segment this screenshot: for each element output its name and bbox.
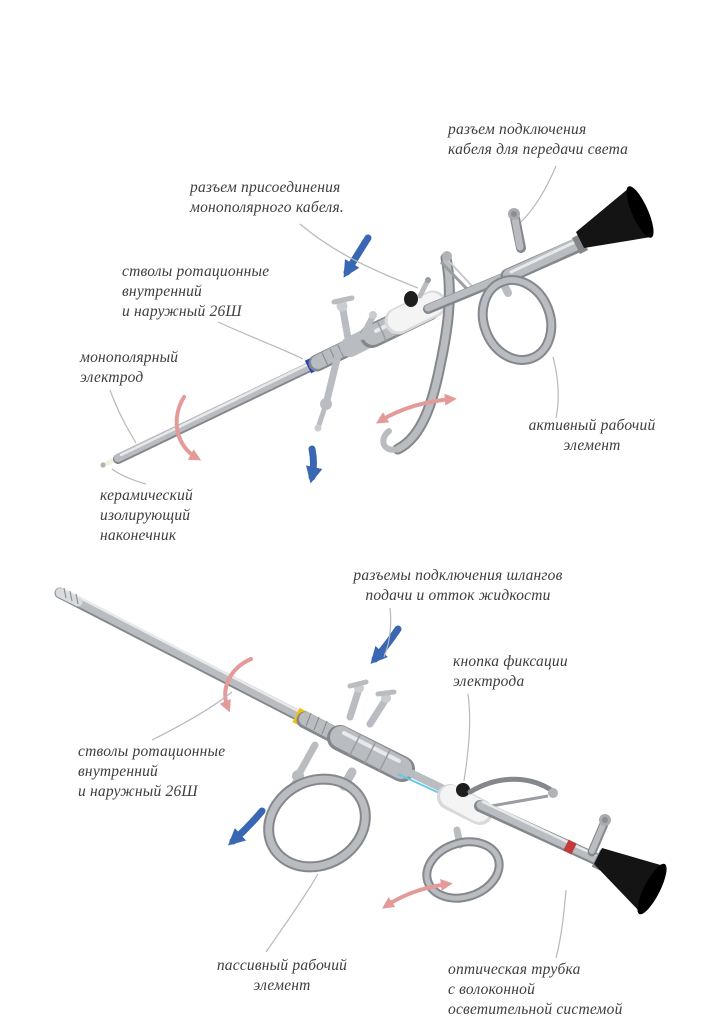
rotational-barrel-top xyxy=(113,358,323,464)
leader-monopolar-electrode xyxy=(109,389,137,444)
label-monopolar-cable: разъем присоединения монополярного кабел… xyxy=(190,179,344,217)
black-knob-top xyxy=(404,291,418,307)
trigger-lever-top xyxy=(380,251,473,455)
arrow-blue-top-down xyxy=(305,445,323,484)
leader-barrels-top xyxy=(217,321,304,360)
thumb-ring-bottom xyxy=(263,767,371,873)
arrow-pink-rotate-bottom xyxy=(219,657,253,713)
body-cylinder-bottom xyxy=(327,725,415,782)
finger-ring-top xyxy=(477,275,557,365)
label-light-cable: разъем подключения кабеля для передачи с… xyxy=(448,121,629,159)
bottom-instrument xyxy=(54,587,667,915)
light-post-top xyxy=(508,208,526,253)
eyepiece-top xyxy=(571,186,654,255)
insulator-block-top xyxy=(384,277,447,335)
light-post-bottom xyxy=(587,814,611,857)
insulator-block-bottom xyxy=(437,783,493,825)
label-barrels-bottom: стволы ротационные внутренний и наружный… xyxy=(78,743,226,801)
stopcock-down-top xyxy=(314,351,342,432)
leader-optical-tube xyxy=(555,889,567,959)
eyepiece-bottom xyxy=(591,848,667,915)
arrow-blue-top-insert xyxy=(343,234,372,278)
leader-lock-button xyxy=(463,693,471,782)
hose-stopcocks xyxy=(346,679,397,728)
top-instrument xyxy=(100,186,654,468)
leader-passive-element xyxy=(265,873,319,953)
optical-tube xyxy=(474,800,604,866)
arrow-pink-slide-top xyxy=(375,393,457,424)
leader-barrels-bottom xyxy=(151,691,233,741)
leader-monopolar-cable xyxy=(299,223,419,289)
label-electrode-lock-button: кнопка фиксации электрода xyxy=(453,653,568,691)
label-active-element: активный рабочий элемент xyxy=(528,417,656,455)
label-barrels-top: стволы ротационные внутренний и наружный… xyxy=(122,263,270,321)
leader-lines xyxy=(109,165,567,959)
arrow-blue-bottom-down xyxy=(228,807,266,846)
leader-hose-connectors xyxy=(383,607,392,658)
monopolar-cable-connector xyxy=(417,277,431,299)
red-band-optic xyxy=(563,839,577,855)
stopcock-up-top xyxy=(331,295,377,348)
leader-light-cable xyxy=(520,165,557,223)
leader-active-element xyxy=(552,356,559,419)
label-ceramic-tip: керамический изолирующий наконечник xyxy=(100,487,193,545)
motion-arrows xyxy=(174,234,457,909)
arrow-pink-slide-bottom xyxy=(382,878,453,909)
label-monopolar-electrode: монополярный электрод xyxy=(80,349,179,387)
label-optical-tube: оптическая трубка с волоконной осветител… xyxy=(448,961,623,1019)
rotational-barrel-bottom xyxy=(54,587,309,724)
electrode-lock-button xyxy=(456,783,470,797)
leader-ceramic-tip xyxy=(111,468,147,485)
arrow-blue-bottom-insert xyxy=(370,625,402,665)
arrow-pink-rotate-top xyxy=(174,395,202,461)
label-hose-connectors: разъемы подключения шлангов подачи и отт… xyxy=(353,567,563,605)
finger-ring-bottom xyxy=(422,826,504,903)
label-passive-element: пассивный рабочий элемент xyxy=(216,957,348,995)
